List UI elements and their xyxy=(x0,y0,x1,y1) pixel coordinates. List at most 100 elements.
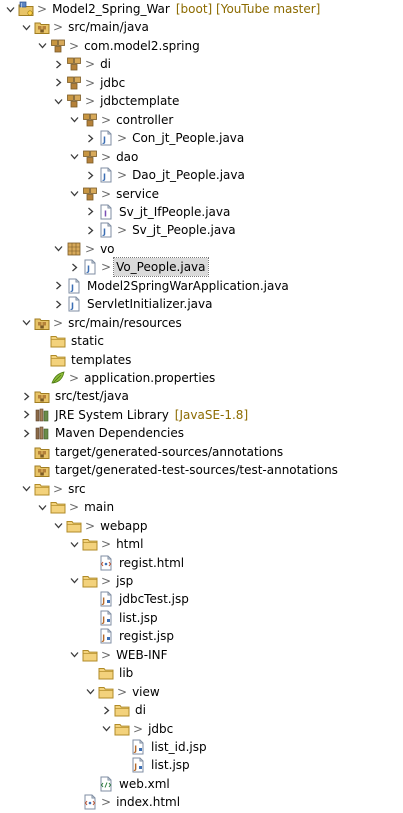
expand-toggle-expanded-icon[interactable] xyxy=(68,111,80,129)
expand-toggle-expanded-icon[interactable] xyxy=(68,148,80,166)
expand-toggle-expanded-icon[interactable] xyxy=(4,0,16,18)
tree-item-label: dao xyxy=(116,149,139,164)
git-dirty-marker: > xyxy=(85,57,96,72)
properties-file-icon xyxy=(50,370,66,386)
tree-item-src[interactable]: >src xyxy=(0,480,88,498)
expand-toggle-collapsed-icon[interactable] xyxy=(84,203,96,221)
project-icon: J xyxy=(18,1,34,17)
tree-item-regist-html[interactable]: regist.html xyxy=(0,554,186,572)
tree-item-target-generated-test-sources-test-annotations[interactable]: target/generated-test-sources/test-annot… xyxy=(0,461,340,479)
expand-toggle-collapsed-icon[interactable] xyxy=(52,295,64,313)
expand-toggle-expanded-icon[interactable] xyxy=(100,720,112,738)
tree-item-target-generated-sources-annotations[interactable]: target/generated-sources/annotations xyxy=(0,443,285,461)
tree-item-web-xml[interactable]: web.xml xyxy=(0,775,172,793)
expand-toggle-expanded-icon[interactable] xyxy=(68,535,80,553)
tree-item-src-main-resources[interactable]: >src/main/resources xyxy=(0,314,184,332)
tree-item-model2-spring-war[interactable]: J>Model2_Spring_War[boot] [YouTube maste… xyxy=(0,0,320,18)
tree-item-controller[interactable]: >controller xyxy=(0,111,175,129)
tree-item-templates[interactable]: templates xyxy=(0,351,133,369)
expand-toggle-expanded-icon[interactable] xyxy=(52,240,64,258)
expand-toggle-collapsed-icon[interactable] xyxy=(20,424,32,442)
tree-item-web-inf[interactable]: >WEB-INF xyxy=(0,646,170,664)
tree-item-label: jsp xyxy=(116,573,134,588)
tree-item-label: di xyxy=(135,703,146,718)
jsp-file-icon: J xyxy=(130,757,146,773)
tree-item-label: com.model2.spring xyxy=(84,38,200,53)
tree-item-index-html[interactable]: >index.html xyxy=(0,793,182,811)
package-icon xyxy=(82,112,98,128)
expand-toggle-expanded-icon[interactable] xyxy=(68,646,80,664)
folder-icon xyxy=(34,481,50,497)
expand-toggle-expanded-icon[interactable] xyxy=(84,683,96,701)
tree-item-label: Dao_jt_People.java xyxy=(132,168,245,183)
tree-item-com-model2-spring[interactable]: >com.model2.spring xyxy=(0,37,202,55)
folder-icon xyxy=(82,536,98,552)
expand-toggle-collapsed-icon[interactable] xyxy=(20,406,32,424)
tree-item-label: templates xyxy=(71,352,132,367)
expand-toggle-collapsed-icon[interactable] xyxy=(100,701,112,719)
tree-item-jdbc[interactable]: >jdbc xyxy=(0,720,175,738)
tree-item-src-test-java[interactable]: src/test/java xyxy=(0,387,131,405)
expand-toggle-collapsed-icon[interactable] xyxy=(20,387,32,405)
jsp-file-icon: J xyxy=(98,591,114,607)
tree-item-webapp[interactable]: >webapp xyxy=(0,517,149,535)
expand-toggle-expanded-icon[interactable] xyxy=(36,37,48,55)
tree-item-dao-jt-people-java[interactable]: J>Dao_jt_People.java xyxy=(0,166,247,184)
expand-toggle-expanded-icon[interactable] xyxy=(20,18,32,36)
tree-item-src-main-java[interactable]: >src/main/java xyxy=(0,18,151,36)
expand-toggle-expanded-icon[interactable] xyxy=(68,572,80,590)
tree-item-label: Sv_jt_People.java xyxy=(132,223,236,238)
tree-item-jdbc[interactable]: >jdbc xyxy=(0,74,127,92)
expand-toggle-expanded-icon[interactable] xyxy=(20,314,32,332)
tree-item-label: jdbc xyxy=(148,721,174,736)
tree-item-maven-dependencies[interactable]: Maven Dependencies xyxy=(0,424,186,442)
tree-item-jdbctemplate[interactable]: >jdbctemplate xyxy=(0,92,181,110)
tree-item-view[interactable]: >view xyxy=(0,683,162,701)
folder-icon xyxy=(114,721,130,737)
tree-item-lib[interactable]: lib xyxy=(0,664,135,682)
expand-toggle-expanded-icon[interactable] xyxy=(20,480,32,498)
tree-item-vo-people-java[interactable]: J>Vo_People.java xyxy=(0,257,209,278)
expand-toggle-collapsed-icon[interactable] xyxy=(52,277,64,295)
expand-toggle-collapsed-icon[interactable] xyxy=(52,55,64,73)
tree-item-label: Vo_People.java xyxy=(113,257,209,278)
tree-item-jre-system-library[interactable]: JRE System Library[JavaSE-1.8] xyxy=(0,406,248,424)
expand-toggle-collapsed-icon[interactable] xyxy=(68,258,80,276)
tree-item-label: index.html xyxy=(116,795,181,810)
tree-item-con-jt-people-java[interactable]: J>Con_jt_People.java xyxy=(0,129,246,147)
tree-item-static[interactable]: static xyxy=(0,332,106,350)
expand-toggle-collapsed-icon[interactable] xyxy=(84,221,96,239)
tree-item-application-properties[interactable]: >application.properties xyxy=(0,369,217,387)
library-icon xyxy=(34,425,50,441)
expand-toggle-collapsed-icon[interactable] xyxy=(84,129,96,147)
folder-icon xyxy=(50,352,66,368)
tree-indent-spacer xyxy=(84,554,96,572)
expand-toggle-expanded-icon[interactable] xyxy=(52,517,64,535)
expand-toggle-collapsed-icon[interactable] xyxy=(84,166,96,184)
tree-item-di[interactable]: >di xyxy=(0,55,113,73)
expand-toggle-expanded-icon[interactable] xyxy=(52,92,64,110)
tree-item-dao[interactable]: >dao xyxy=(0,148,140,166)
tree-item-html[interactable]: >html xyxy=(0,535,145,553)
expand-toggle-collapsed-icon[interactable] xyxy=(52,74,64,92)
svg-text:J: J xyxy=(70,302,74,311)
git-dirty-marker: > xyxy=(117,131,128,146)
tree-item-sv-jt-people-java[interactable]: J>Sv_jt_People.java xyxy=(0,221,238,239)
tree-item-jsp[interactable]: >jsp xyxy=(0,572,135,590)
expand-toggle-expanded-icon[interactable] xyxy=(68,185,80,203)
tree-item-main[interactable]: >main xyxy=(0,498,116,516)
tree-item-service[interactable]: >service xyxy=(0,185,161,203)
expand-toggle-expanded-icon[interactable] xyxy=(36,498,48,516)
tree-item-vo[interactable]: >vo xyxy=(0,240,117,258)
tree-item-label: static xyxy=(71,334,104,349)
tree-item-di[interactable]: di xyxy=(0,701,148,719)
